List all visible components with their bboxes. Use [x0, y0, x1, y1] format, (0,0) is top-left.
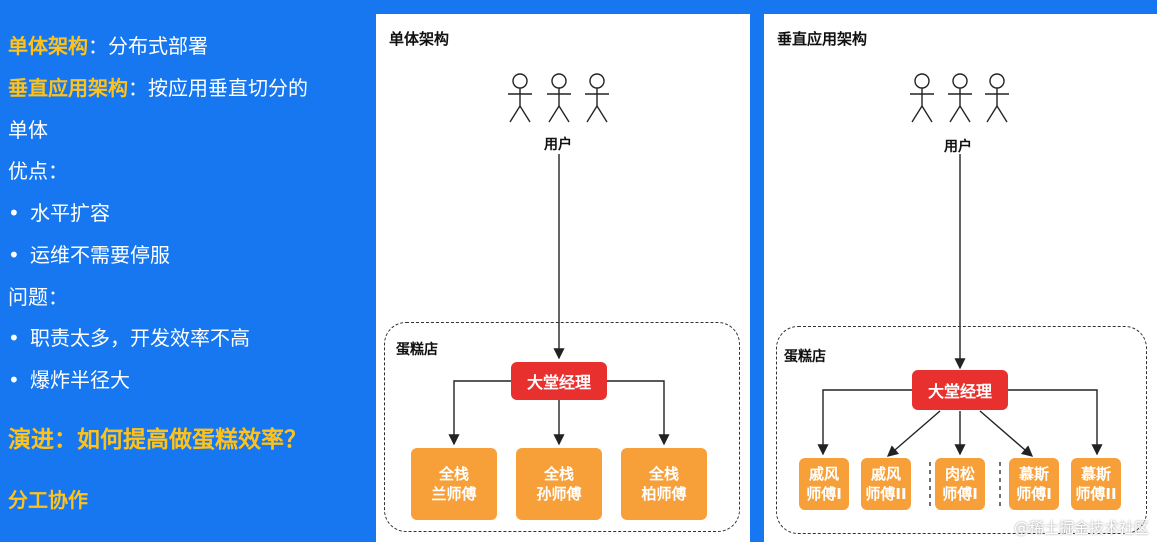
chef-name: 师傅II [1075, 485, 1117, 503]
chef-role: 戚风 [870, 465, 901, 483]
manager-box: 大堂经理 [912, 370, 1008, 410]
cons-heading: 问题： [8, 285, 68, 309]
bullet-icon: • [8, 326, 20, 350]
chef-name: 孙师傅 [536, 485, 582, 503]
pros-item-1: • 水平扩容 [8, 197, 110, 226]
diagram-title: 单体架构 [389, 30, 450, 48]
monolith-label: 单体架构 [8, 34, 88, 58]
bullet-icon: • [8, 243, 20, 267]
users-figure-icon [508, 73, 609, 123]
group-divider [929, 462, 1001, 510]
chef-role: 全栈 [648, 465, 679, 483]
pros-heading: 优点： [8, 159, 68, 183]
chef-name: 师傅I [942, 485, 978, 503]
chef-role: 全栈 [438, 465, 469, 483]
monolith-text: ：分布式部署 [88, 34, 208, 58]
chef-role: 肉松 [944, 465, 975, 483]
monolith-diagram: 单体架构 用户 蛋糕店 大堂经理 全栈 兰师傅 全栈 孙师傅 全栈 柏师傅 [376, 14, 750, 542]
watermark-text: @稀土掘金技术社区 [1013, 519, 1149, 537]
cons-item-2: • 爆炸半径大 [8, 364, 130, 393]
evolution-heading: 演进：如何提高做蛋糕效率？ [8, 427, 307, 453]
chef-role: 全栈 [543, 465, 574, 483]
chef-role: 戚风 [808, 465, 839, 483]
manager-box: 大堂经理 [511, 362, 607, 400]
chef-box: 戚风 师傅I [799, 458, 849, 510]
pros-item-text: 运维不需要停服 [30, 243, 170, 267]
chef-name: 师傅II [865, 485, 907, 503]
chef-box: 慕斯 师傅II [1071, 458, 1121, 510]
left-text-panel: 单体架构：分布式部署 垂直应用架构：按应用垂直切分的 单体 优点： •水平扩容 … [0, 0, 375, 542]
chef-role: 慕斯 [1018, 465, 1049, 483]
user-label: 用户 [944, 139, 972, 155]
chef-box: 全栈 兰师傅 [411, 448, 497, 520]
store-label: 蛋糕店 [784, 349, 826, 365]
monolith-line: 单体架构：分布式部署 [8, 30, 208, 59]
division-heading: 分工协作 [8, 488, 88, 512]
vertical-diagram: 垂直应用架构 用户 蛋糕店 大堂经理 戚风 师傅I 戚风 师傅II 肉松 师傅I… [764, 14, 1157, 542]
chef-role: 慕斯 [1080, 465, 1111, 483]
chef-box: 全栈 孙师傅 [516, 448, 602, 520]
vertical-text: ：按应用垂直切分的 [128, 76, 308, 100]
diagram-title: 垂直应用架构 [777, 30, 868, 48]
cake-store-boundary [776, 326, 1147, 534]
chef-name: 师傅I [1016, 485, 1052, 503]
chef-box: 戚风 师傅II [861, 458, 911, 510]
vertical-line-cont: 单体 [8, 118, 48, 142]
bullet-icon: • [8, 368, 20, 392]
cons-item-text: 爆炸半径大 [30, 368, 130, 392]
user-label: 用户 [544, 137, 572, 153]
store-label: 蛋糕店 [396, 342, 438, 358]
vertical-line: 垂直应用架构：按应用垂直切分的 [8, 72, 308, 101]
chef-name: 兰师傅 [431, 485, 477, 503]
vertical-label: 垂直应用架构 [8, 76, 128, 100]
cons-item-1: • 职责太多，开发效率不高 [8, 322, 250, 351]
vertical-diagram-lines [817, 73, 1103, 510]
bullet-icon: • [8, 201, 20, 225]
pros-item-2: • 运维不需要停服 [8, 239, 170, 268]
chef-box: 全栈 柏师傅 [621, 448, 707, 520]
chef-box: 肉松 师傅I [935, 458, 985, 510]
users-figure-icon [910, 73, 1009, 123]
pros-item-text: 水平扩容 [30, 201, 110, 225]
chef-box: 慕斯 师傅I [1009, 458, 1059, 510]
monolith-diagram-lines [448, 73, 670, 446]
chef-name: 师傅I [806, 485, 842, 503]
cake-store-boundary [384, 322, 740, 532]
cons-item-text: 职责太多，开发效率不高 [30, 326, 250, 350]
chef-name: 柏师傅 [641, 485, 687, 503]
